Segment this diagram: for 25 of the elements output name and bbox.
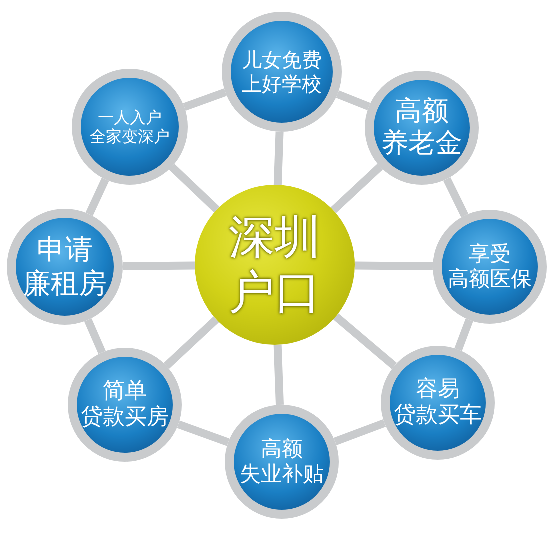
node-label: 享受高额医保: [448, 242, 532, 292]
connector-line: [169, 164, 220, 213]
connector-line: [454, 318, 474, 352]
connector-line: [330, 164, 384, 214]
node-label: 高额失业补贴: [240, 436, 324, 488]
connector-line: [84, 318, 106, 354]
connector-line: [274, 344, 284, 406]
node-label: 高额养老金: [382, 96, 462, 160]
node-label: 简单贷款买房: [81, 378, 169, 432]
node-label: 申请廉租房: [23, 233, 107, 301]
connector-line: [274, 132, 284, 186]
connector-line: [334, 314, 398, 370]
node-label: 容易贷款买车: [394, 376, 482, 430]
connector-line: [86, 178, 110, 216]
node-label: 儿女免费上好学校: [242, 48, 322, 96]
connector-line: [164, 316, 220, 370]
connector-line: [334, 419, 386, 446]
connector-line: [177, 420, 230, 446]
connector-line: [122, 262, 196, 270]
node-label: 一人入户全家变深户: [90, 108, 170, 146]
connector-line: [183, 88, 227, 112]
connector-line: [443, 177, 469, 218]
connector-line: [336, 90, 371, 111]
node-label: 深圳户口: [229, 210, 321, 320]
connector-line: [354, 262, 434, 270]
